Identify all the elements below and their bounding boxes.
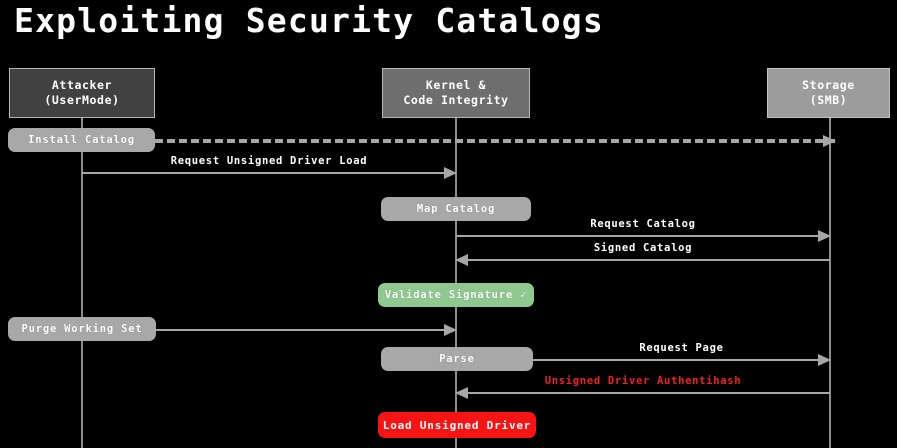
message-line — [155, 139, 835, 143]
actor-kernel: Kernel & Code Integrity — [382, 68, 530, 118]
message-line — [456, 235, 830, 237]
note-install-catalog: Install Catalog — [8, 128, 155, 152]
actor-kernel-line2: Code Integrity — [403, 93, 509, 107]
arrowhead-right-icon — [444, 167, 457, 179]
lifeline-storage — [829, 118, 831, 448]
page-title: Exploiting Security Catalogs — [14, 1, 604, 40]
arrowhead-right-icon — [823, 135, 836, 147]
message-line — [456, 392, 830, 394]
message-label: Request Catalog — [590, 218, 696, 230]
message-line — [82, 172, 456, 174]
message-line — [533, 359, 830, 361]
arrowhead-right-icon — [444, 324, 457, 336]
actor-storage: Storage (SMB) — [767, 68, 890, 118]
arrowhead-right-icon — [818, 354, 831, 366]
actor-attacker-line1: Attacker — [51, 78, 113, 92]
actor-storage-line1: Storage — [802, 78, 855, 92]
message-label: Request Page — [639, 342, 724, 354]
note-map-catalog: Map Catalog — [381, 197, 531, 221]
arrowhead-left-icon — [455, 387, 468, 399]
message-line — [156, 329, 456, 331]
arrowhead-left-icon — [455, 254, 468, 266]
note-parse: Parse — [381, 347, 533, 371]
message-label: Unsigned Driver Authentihash — [544, 375, 742, 387]
actor-attacker: Attacker (UserMode) — [9, 68, 155, 118]
note-purge-working-set: Purge Working Set — [8, 317, 156, 341]
note-validate-signature: Validate Signature ✓ — [378, 283, 534, 307]
message-label: Request Unsigned Driver Load — [170, 155, 368, 167]
message-label: Signed Catalog — [593, 242, 693, 254]
arrowhead-right-icon — [818, 230, 831, 242]
message-line — [456, 259, 830, 261]
note-load-unsigned-driver: Load Unsigned Driver — [378, 412, 536, 438]
actor-kernel-line1: Kernel & — [425, 78, 487, 92]
actor-storage-line2: (SMB) — [809, 93, 848, 107]
lifeline-attacker — [81, 118, 83, 448]
actor-attacker-line2: (UserMode) — [44, 93, 120, 107]
